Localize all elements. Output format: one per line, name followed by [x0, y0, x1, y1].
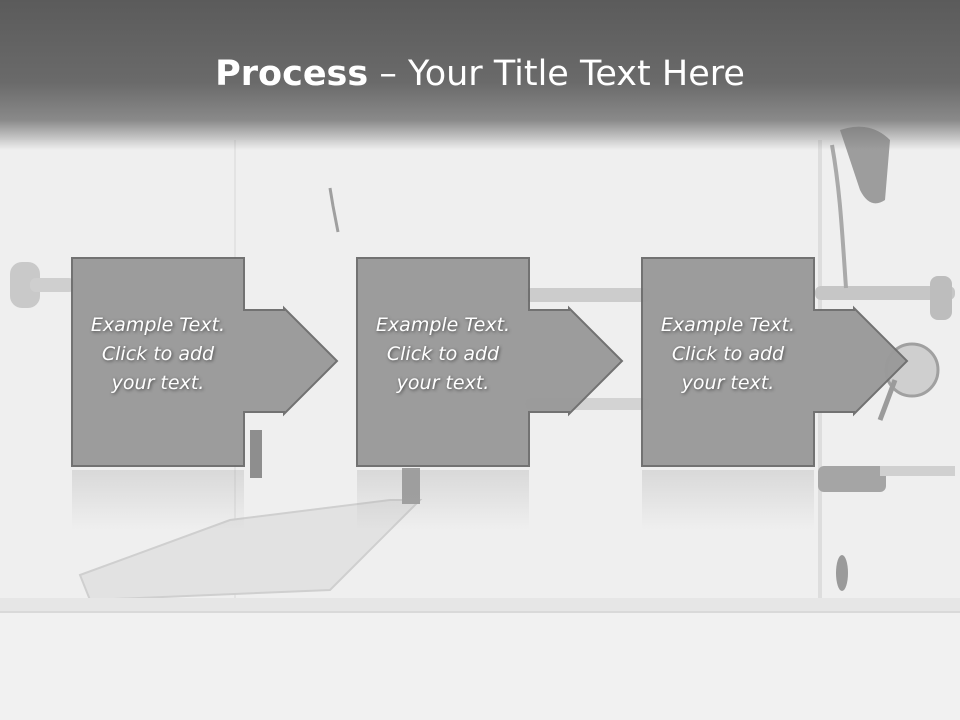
- step-3-text[interactable]: Example Text. Click to add your text.: [642, 311, 814, 398]
- step-1-line-2: Click to add: [101, 343, 215, 365]
- step-3-shape[interactable]: [641, 257, 909, 467]
- step-1-reflection: [72, 470, 244, 530]
- step-1-text[interactable]: Example Text. Click to add your text.: [72, 311, 244, 398]
- step-1-shape[interactable]: [71, 257, 339, 467]
- step-3-line-3: your text.: [681, 372, 775, 394]
- title-bar: [0, 0, 960, 150]
- step-2-line-2: Click to add: [386, 343, 500, 365]
- step-1-line-1: Example Text.: [90, 314, 226, 336]
- step-2-shape[interactable]: [356, 257, 624, 467]
- step-1-line-3: your text.: [111, 372, 205, 394]
- step-3-reflection: [642, 470, 814, 530]
- step-3-line-1: Example Text.: [660, 314, 796, 336]
- title-rest: Your Title Text Here: [407, 54, 745, 94]
- step-2-reflection: [357, 470, 529, 530]
- slide-title[interactable]: Process – Your Title Text Here: [0, 52, 960, 96]
- title-separator: –: [368, 54, 408, 94]
- step-3-line-2: Click to add: [671, 343, 785, 365]
- step-2-text[interactable]: Example Text. Click to add your text.: [357, 311, 529, 398]
- step-2-line-3: your text.: [396, 372, 490, 394]
- title-bold: Process: [215, 54, 369, 94]
- step-2-line-1: Example Text.: [375, 314, 511, 336]
